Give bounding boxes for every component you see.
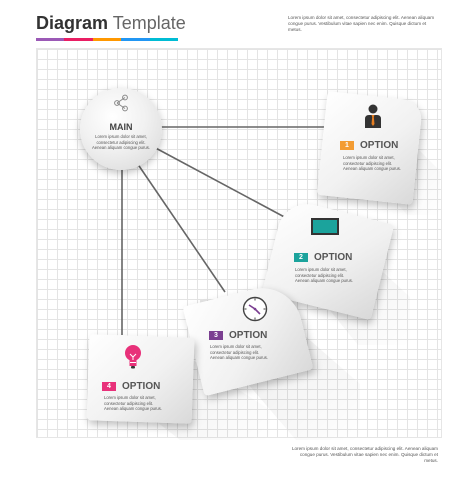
footer-description: Lorem ipsum dolor sit amet, consectetur … xyxy=(291,446,438,464)
option-label: OPTION xyxy=(229,330,268,341)
title-bold: Diagram xyxy=(36,13,109,33)
option-number-badge: 2 xyxy=(294,253,308,262)
page-title: Diagram Template xyxy=(36,13,186,34)
option-number-badge: 4 xyxy=(102,382,116,391)
option-label: OPTION xyxy=(360,140,399,151)
accent-segment xyxy=(92,38,122,41)
lightbulb-icon xyxy=(125,345,141,369)
connector-line xyxy=(149,144,291,221)
clock-icon xyxy=(242,296,268,322)
option-number-badge: 1 xyxy=(340,141,354,150)
option-label: OPTION xyxy=(314,252,353,263)
option-description: Lorem ipsum dolor sit amet, consectetur … xyxy=(104,395,162,412)
header-description: Lorem ipsum dolor sit amet, consectetur … xyxy=(288,15,435,33)
accent-segment xyxy=(36,38,65,41)
option-heading-2: 2 OPTION xyxy=(294,252,352,263)
option-number-badge: 3 xyxy=(209,331,223,340)
accent-segment xyxy=(64,38,93,41)
laptop-icon xyxy=(311,218,339,235)
main-label: MAIN xyxy=(109,122,133,132)
option-heading-3: 3 OPTION xyxy=(209,330,267,341)
option-description: Lorem ipsum dolor sit amet, consectetur … xyxy=(343,155,401,172)
option-description: Lorem ipsum dolor sit amet, consectetur … xyxy=(210,344,268,361)
option-description: Lorem ipsum dolor sit amet, consectetur … xyxy=(295,267,353,284)
accent-segment xyxy=(149,38,179,41)
accent-segment xyxy=(121,38,150,41)
main-description: Lorem ipsum dolor sit amet, consectetur … xyxy=(92,134,150,151)
option-label: OPTION xyxy=(122,381,161,392)
option-heading-4: 4 OPTION xyxy=(102,381,160,392)
share-icon xyxy=(114,94,128,112)
title-accent-bar xyxy=(36,38,179,41)
main-node: MAIN Lorem ipsum dolor sit amet, consect… xyxy=(80,88,162,170)
title-light: Template xyxy=(112,13,186,33)
option-heading-1: 1 OPTION xyxy=(340,140,398,151)
connector-line xyxy=(134,159,226,293)
businessman-icon xyxy=(365,104,381,128)
